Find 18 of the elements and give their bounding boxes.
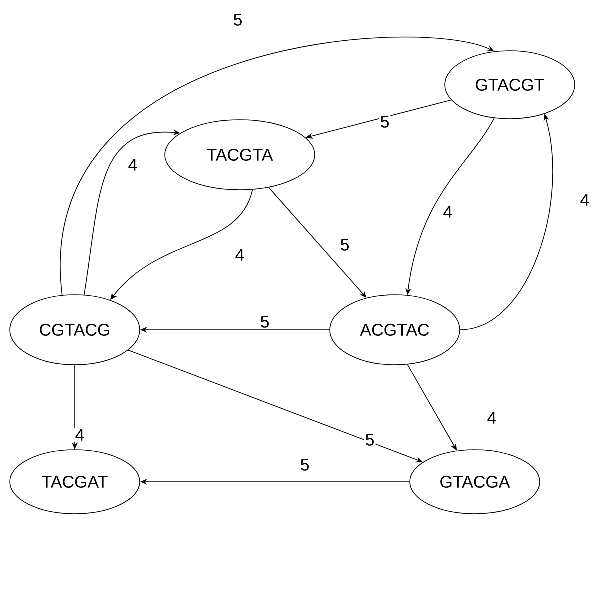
ellipse-node: CGTACG [10,294,140,366]
edge-label: 4 [442,205,454,219]
edge-label: 5 [379,115,391,129]
edge-label: 5 [259,315,271,329]
ellipse-node: GTACGT [444,50,576,120]
ellipse-node: GTACGA [410,450,540,514]
edge-label: 4 [74,428,86,442]
edge-label: 5 [299,458,311,472]
edge-label: 5 [339,238,351,252]
edge-label: 5 [364,433,376,447]
edge-label: 4 [486,411,498,425]
edge-label: 5 [232,13,244,27]
ellipse-node: TACGTA [164,120,316,190]
edge-label: 4 [234,248,246,262]
edge-label: 4 [579,193,591,207]
edge-label: 4 [127,158,139,172]
ellipse-node: ACGTAC [330,294,460,366]
ellipse-node: TACGAT [10,450,140,514]
